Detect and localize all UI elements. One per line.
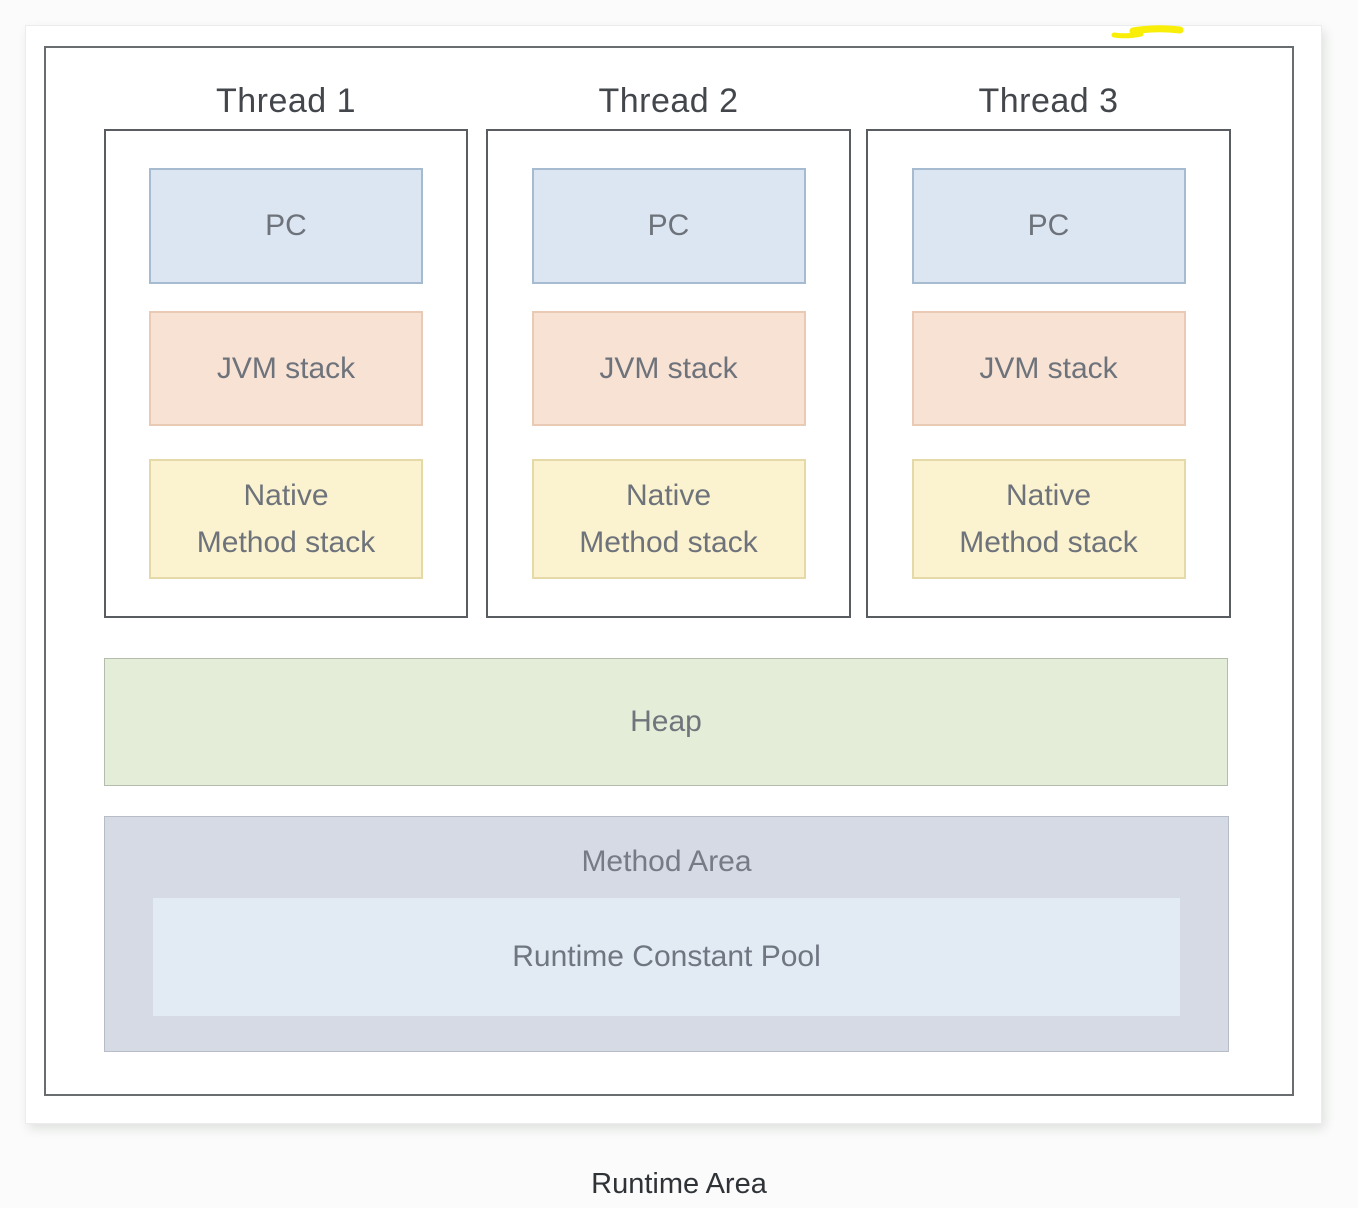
runtime-constant-pool-box: Runtime Constant Pool xyxy=(153,898,1180,1016)
diagram-card: Thread 1 PC JVM stack Native Method stac… xyxy=(25,25,1322,1124)
thread-2-jvm-stack-box: JVM stack xyxy=(531,311,806,426)
thread-3-pc-box: PC xyxy=(911,168,1186,284)
thread-1-jvm-stack-box: JVM stack xyxy=(149,311,423,426)
thread-1-pc-box: PC xyxy=(149,168,423,284)
thread-2-title: Thread 2 xyxy=(598,82,739,120)
thread-3-jvm-stack-box: JVM stack xyxy=(911,311,1186,426)
thread-1-column: Thread 1 PC JVM stack Native Method stac… xyxy=(104,79,468,618)
thread-3-title: Thread 3 xyxy=(978,82,1119,120)
native-stack-label-line1: Native xyxy=(243,478,329,512)
thread-2-column: Thread 2 PC JVM stack Native Method stac… xyxy=(486,79,851,618)
diagram-caption: Runtime Area xyxy=(591,1168,767,1200)
method-area-box: Method Area Runtime Constant Pool xyxy=(104,816,1229,1052)
native-stack-label-line2: Method stack xyxy=(579,526,758,559)
yellow-highlight-mark xyxy=(1111,25,1184,39)
thread-1-title: Thread 1 xyxy=(215,82,357,120)
thread-2-native-method-stack-box: Native Method stack xyxy=(531,459,806,579)
native-stack-label-line1: Native xyxy=(1005,478,1092,512)
thread-1-box: PC JVM stack Native Method stack xyxy=(104,129,468,618)
native-stack-label-line2: Method stack xyxy=(959,526,1138,559)
thread-3-column: Thread 3 PC JVM stack Native Method stac… xyxy=(866,79,1231,618)
thread-3-box: PC JVM stack Native Method stack xyxy=(866,129,1231,618)
thread-2-box: PC JVM stack Native Method stack xyxy=(486,129,851,618)
heap-box: Heap xyxy=(104,658,1228,786)
thread-2-pc-box: PC xyxy=(531,168,806,284)
native-stack-label-line2: Method stack xyxy=(196,526,376,559)
native-stack-label-line1: Native xyxy=(625,478,712,512)
thread-1-native-method-stack-box: Native Method stack xyxy=(149,459,423,579)
method-area-label: Method Area xyxy=(581,845,752,878)
thread-3-native-method-stack-box: Native Method stack xyxy=(911,459,1186,579)
